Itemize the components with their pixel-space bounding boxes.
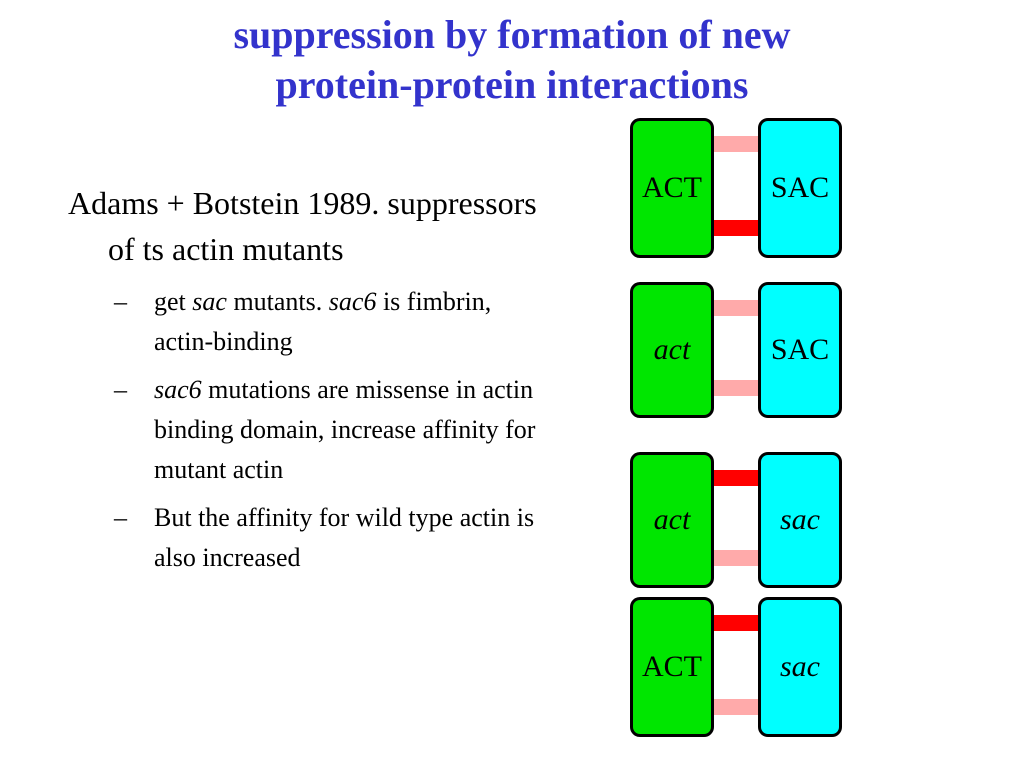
sac-box-1: SAC: [758, 118, 842, 258]
bond-top-4: [714, 615, 758, 631]
title-line-1: suppression by formation of new: [233, 12, 791, 57]
bullet-text-run: sac6: [328, 287, 377, 316]
act-box-1: ACT: [630, 118, 714, 258]
bond-top-3: [714, 470, 758, 486]
bond-top-2: [714, 300, 758, 316]
bullet-text-run: get: [154, 287, 193, 316]
bond-bottom-1: [714, 220, 758, 236]
bullet-text-run: But the affinity for wild type actin is …: [154, 503, 535, 572]
main-bullet: Adams + Botstein 1989. suppressors of ts…: [68, 185, 537, 267]
bullet-dash: –: [114, 287, 127, 316]
sub-bullet-3: –But the affinity for wild type actin is…: [114, 498, 548, 578]
sac-box-2: SAC: [758, 282, 842, 418]
sac-box-3: sac: [758, 452, 842, 588]
sac-box-4: sac: [758, 597, 842, 737]
sub-bullet-1: –get sac mutants. sac6 is fimbrin, actin…: [114, 282, 548, 362]
bullet-text: Adams + Botstein 1989. suppressors of ts…: [68, 180, 548, 586]
bullet-dash: –: [114, 375, 127, 404]
act-box-3: act: [630, 452, 714, 588]
bullet-text-run: mutants.: [226, 287, 329, 316]
bullet-dash: –: [114, 503, 127, 532]
act-box-4: ACT: [630, 597, 714, 737]
sub-bullet-2: –sac6 mutations are missense in actin bi…: [114, 370, 548, 490]
bond-top-1: [714, 136, 758, 152]
bullet-text-run: mutations are missense in actin binding …: [154, 375, 536, 484]
sub-bullet-list: –get sac mutants. sac6 is fimbrin, actin…: [68, 282, 548, 578]
bullet-text-run: sac6: [154, 375, 202, 404]
bond-bottom-2: [714, 380, 758, 396]
bullet-text-run: is fimbrin, actin-binding: [154, 287, 492, 356]
title-line-2: protein-protein interactions: [275, 62, 749, 107]
bond-bottom-4: [714, 699, 758, 715]
bullet-text-run: sac: [192, 287, 227, 316]
slide-title: suppression by formation of new protein-…: [0, 10, 1024, 110]
bond-bottom-3: [714, 550, 758, 566]
act-box-2: act: [630, 282, 714, 418]
